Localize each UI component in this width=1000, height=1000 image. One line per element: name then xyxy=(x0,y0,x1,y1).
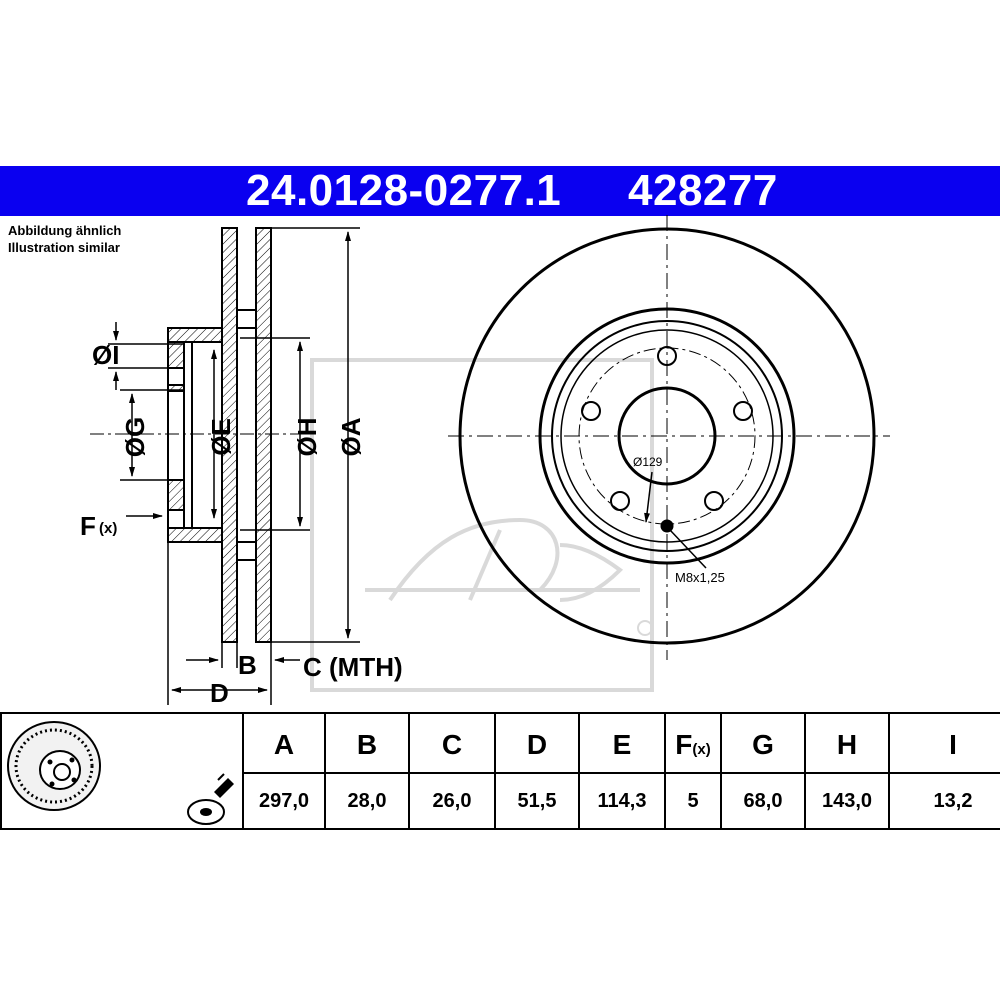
column-header-d: D xyxy=(496,716,578,774)
column-value-b: 28,0 xyxy=(347,790,387,812)
column-value-c: 26,0 xyxy=(432,790,472,812)
column-value-i: 13,2 xyxy=(933,790,973,812)
column-header-f: F(x) xyxy=(666,716,720,774)
header-text: E xyxy=(612,729,632,760)
screw-icon xyxy=(187,773,234,825)
label-b: B xyxy=(238,650,257,680)
header-text: C xyxy=(441,729,463,760)
column-e: E 114,3 xyxy=(580,712,666,830)
label-c-mth: C (MTH) xyxy=(303,652,403,682)
label-dia-g: ØG xyxy=(120,417,150,457)
column-value-d: 51,5 xyxy=(517,790,557,812)
header-subscript: (x) xyxy=(692,741,711,758)
column-value-g: 68,0 xyxy=(743,790,783,812)
part-number: 24.0128-0277.1 xyxy=(246,166,562,215)
label-bolt-circle: Ø129 xyxy=(633,455,663,469)
specification-table: A 297,0 B 28,0 C 26,0 D 51,5 E 114,3 F(x) 5 G 68,0 H 14… xyxy=(0,712,1000,830)
side-dimensions xyxy=(108,227,360,705)
column-value-a: 297,0 xyxy=(258,790,310,812)
label-f-sub: (x) xyxy=(99,520,117,537)
header-text: F xyxy=(675,729,693,760)
note-german: Abbildung ähnlich xyxy=(8,223,122,238)
disc-front-view xyxy=(448,215,890,660)
column-b: B 28,0 xyxy=(326,712,410,830)
label-thread: M8x1,25 xyxy=(675,570,725,585)
header-text: H xyxy=(836,729,858,760)
column-header-a: A xyxy=(244,716,324,774)
note-english: Illustration similar xyxy=(8,240,120,255)
label-dia-a: ØA xyxy=(336,417,366,456)
technical-drawing: ØI ØG ØE ØH ØA F (x) B C (MTH) D Ø129 M8… xyxy=(80,215,890,708)
column-i: I 13,2 xyxy=(890,712,1000,830)
column-c: C 26,0 xyxy=(410,712,496,830)
label-f: F xyxy=(80,511,96,541)
brake-disc-thumbnail-icon xyxy=(7,721,101,811)
label-dia-e: ØE xyxy=(206,418,236,456)
column-header-e: E xyxy=(580,716,664,774)
header-text: B xyxy=(356,729,378,760)
illustration-note: Abbildung ähnlich Illustration similar xyxy=(8,222,121,256)
column-a: A 297,0 xyxy=(244,712,326,830)
header-text: G xyxy=(752,729,774,760)
label-dia-h: ØH xyxy=(292,418,322,457)
reference-number: 428277 xyxy=(628,166,778,215)
column-header-h: H xyxy=(806,716,888,774)
header-text: I xyxy=(949,729,957,760)
column-value-h: 143,0 xyxy=(821,790,873,812)
column-value-e: 114,3 xyxy=(597,790,647,812)
column-header-g: G xyxy=(722,716,804,774)
column-header-c: C xyxy=(410,716,494,774)
column-d: D 51,5 xyxy=(496,712,580,830)
header-text: A xyxy=(273,729,295,760)
column-value-f: 5 xyxy=(687,790,699,812)
label-dia-i: ØI xyxy=(92,340,119,370)
title-bar: 24.0128-0277.1 428277 xyxy=(0,166,1000,216)
column-h: H 143,0 xyxy=(806,712,890,830)
thumbnail-cell xyxy=(0,712,244,830)
column-header-b: B xyxy=(326,716,408,774)
column-f: F(x) 5 xyxy=(666,712,722,830)
label-d: D xyxy=(210,678,229,708)
watermark-logo xyxy=(310,358,654,692)
column-g: G 68,0 xyxy=(722,712,806,830)
disc-section-view xyxy=(90,227,300,643)
header-text: D xyxy=(526,729,548,760)
column-header-i: I xyxy=(890,716,1000,774)
